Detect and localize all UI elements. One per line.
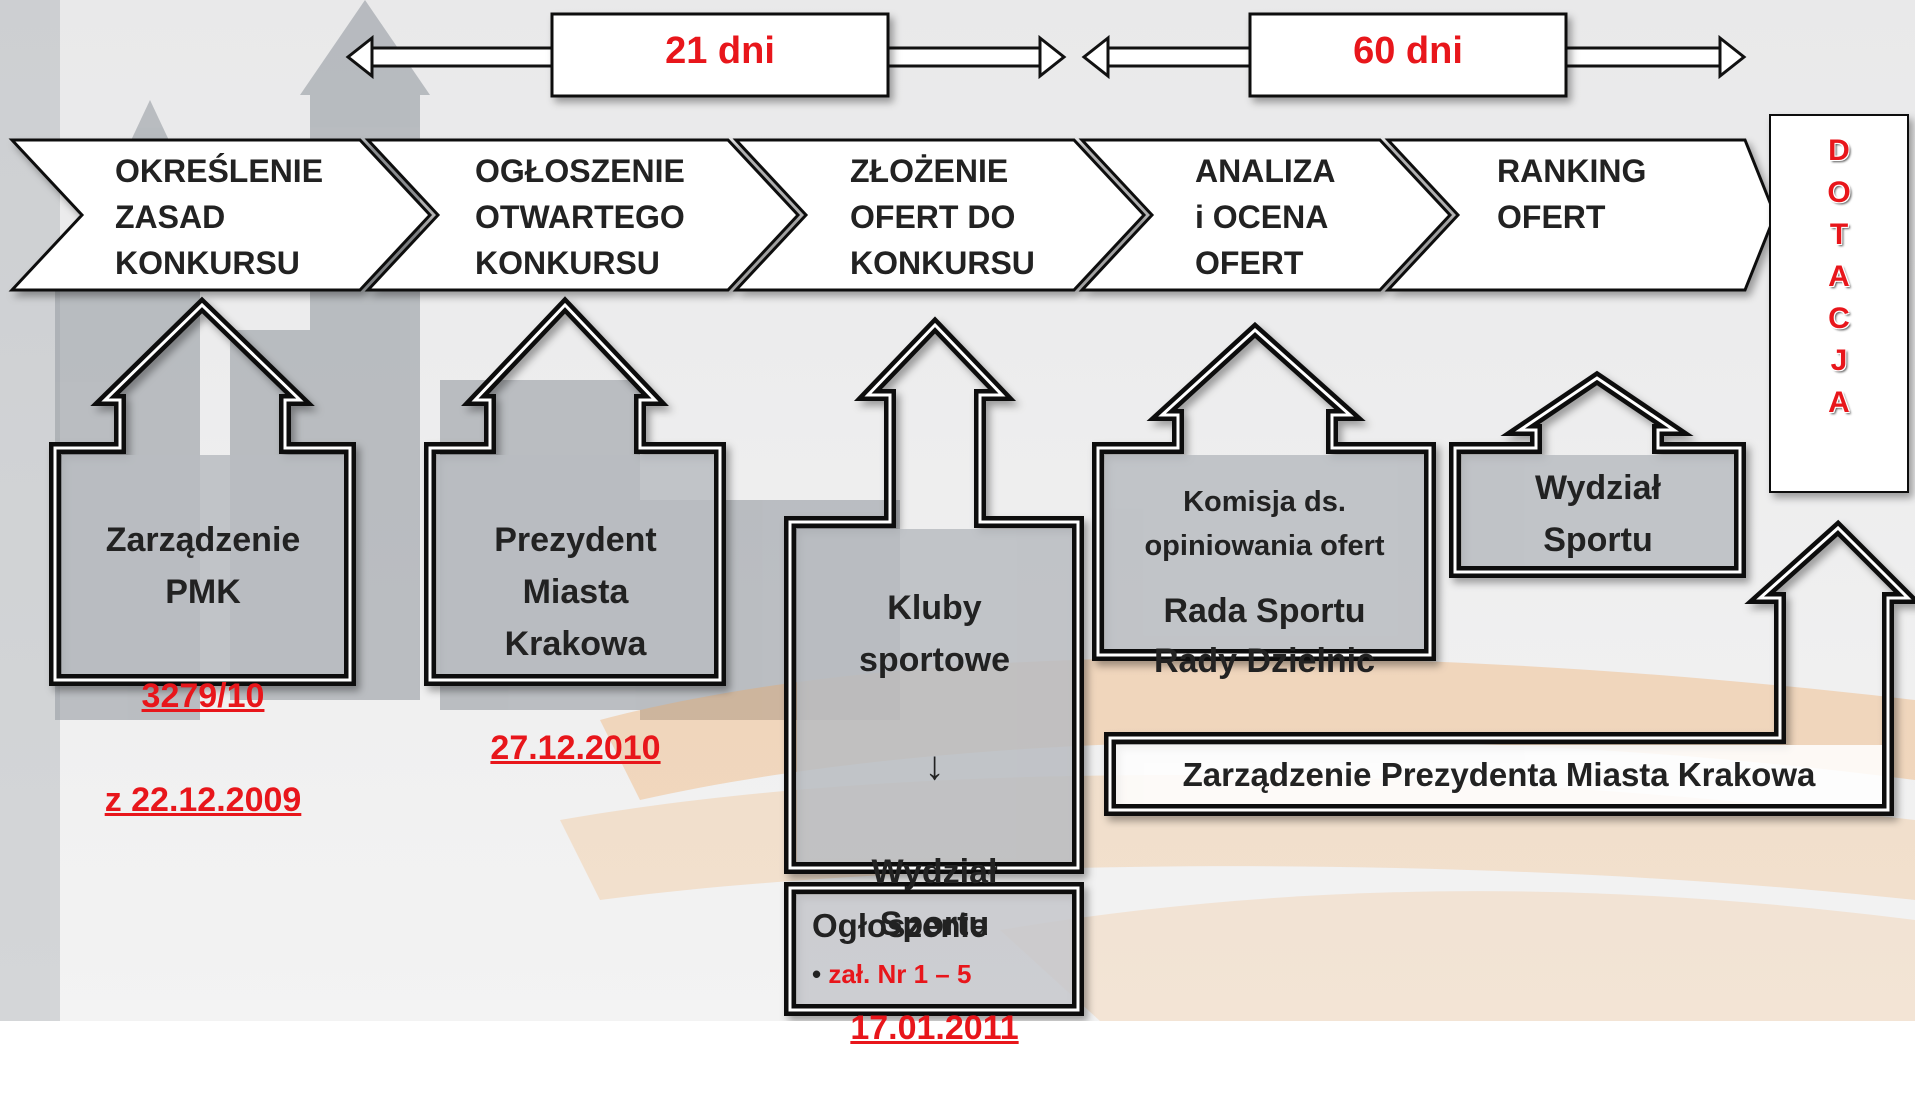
prezydent-date-link[interactable]: 27.12.2010 [490, 729, 661, 767]
duration-arrow-21-dni [345, 12, 1067, 98]
stage-label-3: ZŁOŻENIE OFERT DO KONKURSU [850, 153, 1035, 281]
duration-label-60-dni: 60 dni [1353, 30, 1463, 72]
dotacja-letter: A [1828, 260, 1850, 293]
ogloszenie-item: • zał. Nr 1 – 5 [812, 954, 1062, 994]
stage-label-5: RANKING OFERT [1497, 153, 1647, 235]
chevron-stage-2 [364, 138, 801, 292]
chevron-stage-4 [1078, 138, 1453, 292]
zarzadzenie-ref-link[interactable]: 3279/10 [141, 677, 265, 715]
komisja-bodies-text: Rada Sportu Rady Dzielnic [1153, 592, 1376, 680]
kluby-wydzial-text: Wydział Sportu [871, 853, 998, 943]
komisja-box: Komisja ds. opiniowania ofert Rada Sport… [1105, 462, 1424, 704]
stage-label-2: OGŁOSZENIE OTWARTEGO KONKURSU [475, 153, 685, 281]
dotacja-letter: T [1829, 218, 1849, 251]
chevron-stage-1 [8, 138, 433, 292]
dotacja-letter: J [1830, 344, 1848, 377]
ogloszenie-title: Ogłoszenie [812, 907, 989, 944]
dotacja-letter: C [1828, 302, 1850, 335]
arrow-down-icon: ↓ [924, 744, 945, 788]
process-diagram [8, 12, 1915, 1016]
ogloszenie-box: Ogłoszenie • zał. Nr 1 – 5 [812, 898, 1062, 994]
kluby-box: Kluby sportowe ↓ Wydział Sportu 17.01.20… [797, 530, 1072, 1106]
ogloszenie-item-text: zał. Nr 1 – 5 [828, 959, 972, 989]
wydzial-box: Wydział Sportu [1535, 469, 1661, 559]
prezydent-text: Prezydent Miasta Krakowa [494, 521, 657, 663]
kluby-text: Kluby sportowe [858, 589, 1011, 679]
zarzadzenie-box: Zarządzenie PMK 3279/10 z 22.12.2009 [62, 462, 344, 878]
prezydent-box: Prezydent Miasta Krakowa 27.12.2010 [437, 462, 714, 826]
dotacja-letter: A [1828, 386, 1850, 419]
bullet-icon: • [812, 959, 822, 989]
stage-label-4: ANALIZA i OCENA OFERT [1195, 153, 1336, 281]
chevron-stage-5 [1384, 138, 1777, 292]
chevron-stage-3 [732, 138, 1147, 292]
zarzadzenie-text: Zarządzenie PMK [105, 521, 301, 611]
dotacja-label: D O T A C J A [1770, 130, 1908, 424]
dotacja-letter: O [1827, 176, 1851, 209]
dotacja-box [1769, 114, 1909, 493]
kluby-date-link[interactable]: 17.01.2011 [850, 1009, 1019, 1047]
duration-label-21-dni: 21 dni [665, 30, 775, 72]
komisja-text: Komisja ds. opiniowania ofert [1144, 486, 1385, 562]
zarzadzenie-prezydenta-label: Zarządzenie Prezydenta Miasta Krakowa [1182, 756, 1816, 793]
dotacja-letter: D [1828, 134, 1850, 167]
duration-arrow-60-dni [1081, 12, 1747, 98]
zarzadzenie-date-link[interactable]: z 22.12.2009 [104, 781, 302, 819]
stage-chevrons [8, 138, 1777, 292]
stage-label-1: OKREŚLENIE ZASAD KONKURSU [115, 153, 324, 281]
